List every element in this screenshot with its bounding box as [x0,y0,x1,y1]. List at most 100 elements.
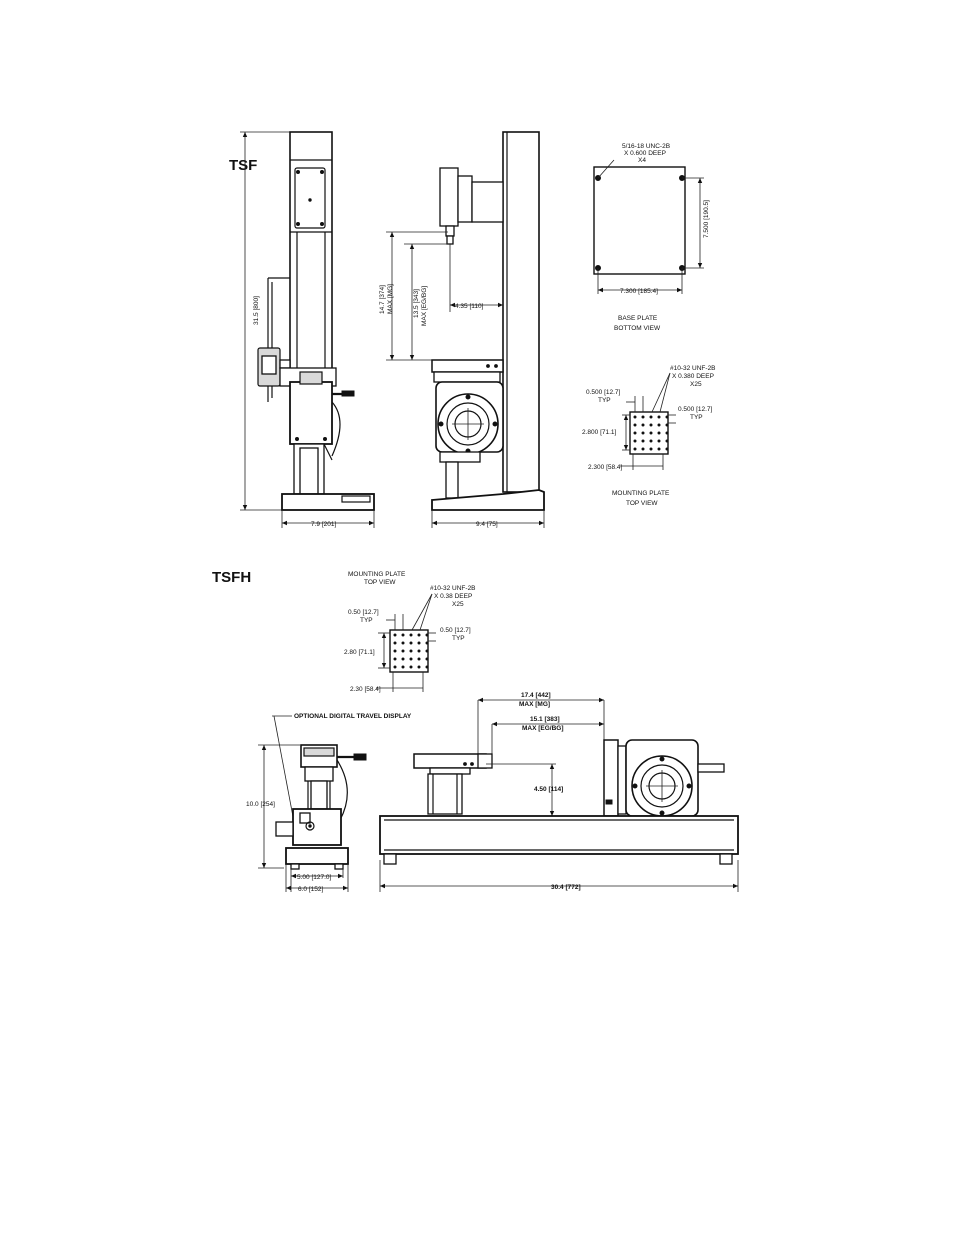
mounting-hole [401,657,405,661]
mounting-hole [657,423,661,427]
mounting-hole [641,439,645,443]
mounting-hole [665,415,669,419]
mounting-hole [641,447,645,451]
mounting-hole [649,439,653,443]
tsfh-end-inner-width: 5.00 [127.0] [297,874,332,881]
mounting-hole [417,633,421,637]
mounting-hole [425,633,429,637]
tsf-base-caption-1: BASE PLATE [618,315,658,322]
mounting-hole [633,423,637,427]
tsf-mp-thread-1: #10-32 UNF-2B [670,365,716,372]
mounting-hole [393,649,397,653]
mounting-hole [417,641,421,645]
tsfh-mp-width: 2.30 [58.4] [350,686,381,693]
tsfh-side-view: 17.4 [442] MAX [MG] 15.1 [383] MAX [EG/B… [379,692,739,892]
tsf-mp-pitch-left: 0.500 [12.7] [586,389,621,396]
tsf-mp-typ-left: TYP [598,397,611,404]
tsfh-mp-thread-1: #10-32 UNF-2B [430,585,476,592]
mounting-hole [633,447,637,451]
mounting-hole [409,649,413,653]
tsfh-end-outer-width: 6.0 [152] [298,886,323,893]
tsf-mounting-plate: #10-32 UNF-2B X 0.380 DEEP X25 0.500 [12… [582,365,716,507]
tsf-side-max-a-sub: MAX [MG] [387,284,394,314]
tsfh-display-label: OPTIONAL DIGITAL TRAVEL DISPLAY [294,713,412,720]
tsfh-side-max-b-sub: MAX [EG/BG] [522,725,564,732]
mounting-hole [641,415,645,419]
mounting-hole [425,657,429,661]
tsfh-mp-caption-2: TOP VIEW [364,579,396,586]
tsf-side-max-a: 14.7 [374] [379,285,386,314]
tsfh-mp-height: 2.80 [71.1] [344,649,375,656]
mounting-hole [633,415,637,419]
mounting-hole [649,423,653,427]
tsf-side-max-b: 13.5 [343] [413,289,420,318]
tsfh-mp-caption-1: MOUNTING PLATE [348,571,406,578]
mounting-hole [417,649,421,653]
tsfh-title: TSFH [212,569,251,586]
mounting-hole [657,415,661,419]
mounting-hole [401,633,405,637]
mounting-hole [649,447,653,451]
mounting-hole [393,633,397,637]
tsf-mp-typ-right: TYP [690,414,703,421]
mounting-hole [657,439,661,443]
tsf-side-depth: 9.4 [75] [476,521,498,528]
tsf-base-height: 7.500 [190.5] [703,200,710,238]
mounting-hole [665,447,669,451]
tsf-front-height-label: 31.5 [800] [253,296,260,325]
tsf-base-width: 7.300 [185.4] [620,288,658,295]
tsf-mp-height: 2.800 [71.1] [582,429,617,436]
mounting-hole [641,431,645,435]
mounting-hole [409,665,413,669]
mounting-hole [665,423,669,427]
tsf-front-view: 31.5 [800] [240,131,375,528]
mounting-hole [409,657,413,661]
tsf-mp-thread-3: X25 [690,381,702,388]
mounting-hole [393,657,397,661]
tsfh-mp-typ-right: TYP [452,635,465,642]
tsfh-mp-pitch-left: 0.50 [12.7] [348,609,379,616]
tsf-base-thread-1: 5/16-18 UNC-2B [622,143,670,150]
tsfh-mp-thread-2: X 0.38 DEEP [434,593,472,600]
tsf-mp-thread-2: X 0.380 DEEP [672,373,714,380]
tsf-side-view: 14.7 [374] MAX [MG] 13.5 [343] MAX [EG/B… [379,131,545,528]
tsf-title: TSF [229,157,257,174]
tsf-base-thread-3: X4 [638,157,646,164]
mounting-hole [665,431,669,435]
tsfh-side-max-a: 17.4 [442] [521,692,551,699]
mounting-hole [649,431,653,435]
tsfh-mp-typ-left: TYP [360,617,373,624]
tsfh-end-view: OPTIONAL DIGITAL TRAVEL DISPLAY 10.0 [25… [246,713,412,893]
mounting-hole [633,431,637,435]
tsf-side-max-b-sub: MAX [EG/BG] [421,286,428,326]
tsf-mp-caption-1: MOUNTING PLATE [612,490,670,497]
mounting-hole [657,447,661,451]
mounting-hole [657,431,661,435]
mounting-hole [425,665,429,669]
tsf-mp-pitch-right: 0.500 [12.7] [678,406,713,413]
mounting-hole [633,439,637,443]
tsfh-end-height: 10.0 [254] [246,801,275,808]
tsfh-mp-pitch-right: 0.50 [12.7] [440,627,471,634]
tsfh-side-max-b: 15.1 [383] [530,716,560,723]
mounting-hole [409,633,413,637]
tsf-mp-width: 2.300 [58.4] [588,464,623,471]
mounting-hole [417,665,421,669]
tsf-base-thread-2: X 0.600 DEEP [624,150,666,157]
mounting-hole [649,415,653,419]
mounting-hole [425,649,429,653]
mounting-hole [401,665,405,669]
tsfh-side-length: 30.4 [772] [551,884,581,891]
tsfh-side-max-a-sub: MAX [MG] [519,701,550,708]
mounting-hole [409,641,413,645]
mounting-hole [641,423,645,427]
mounting-hole [425,641,429,645]
mounting-hole [393,665,397,669]
mounting-hole [401,641,405,645]
tsf-base-plate: 5/16-18 UNC-2B X 0.600 DEEP X4 7.500 [19… [593,143,710,332]
tsf-mp-caption-2: TOP VIEW [626,500,658,507]
mounting-hole [393,641,397,645]
mounting-hole [401,649,405,653]
tsf-front-width-label: 7.9 [201] [311,521,336,528]
